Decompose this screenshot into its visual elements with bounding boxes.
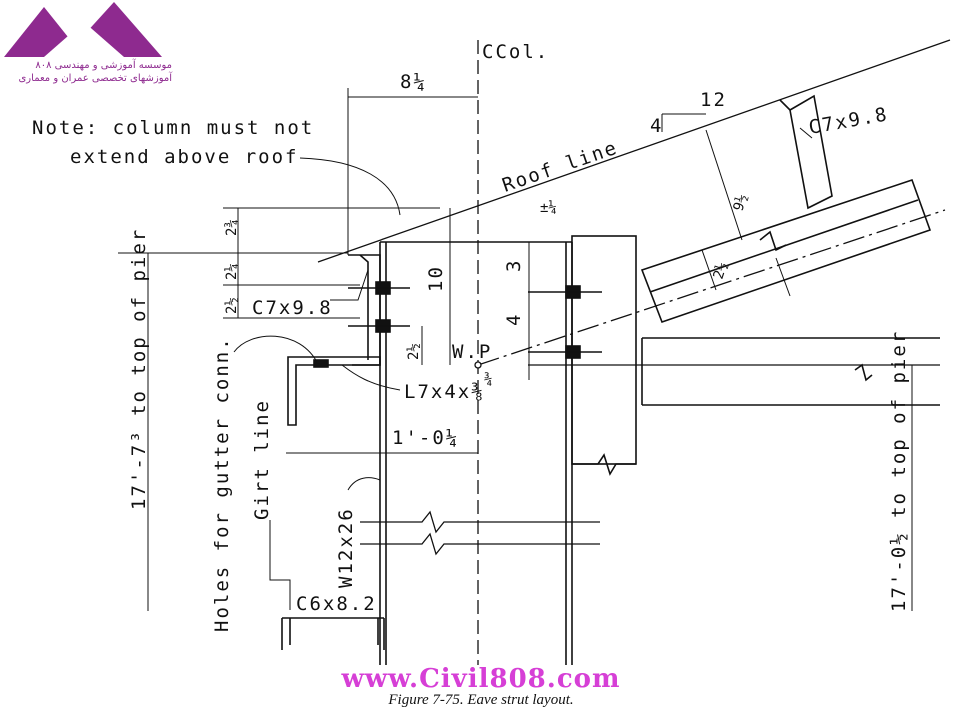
label-c7x98-top: C7x9.8 — [807, 103, 890, 139]
label-dim-34: ¾ — [484, 372, 492, 388]
label-dim-212a: 2½ — [224, 297, 240, 314]
eave-strut — [640, 178, 932, 324]
label-girt-line: Girt line — [251, 399, 273, 520]
figure-caption: Figure 7-75. Eave strut layout. — [388, 692, 574, 708]
label-left-dim: 17'-7³ to top of pier — [128, 228, 150, 510]
label-l7x4: L7x4x⅜ — [404, 381, 485, 403]
label-note-line1: Note: column must not — [32, 117, 314, 139]
work-point-marker — [474, 361, 482, 369]
label-holes: Holes for gutter conn. — [211, 336, 233, 632]
label-dim-212c: 2½ — [711, 260, 731, 281]
label-dim-top: 8¼ — [400, 71, 427, 93]
label-dim-214: 2¼ — [224, 263, 240, 280]
label-c7x98-left: C7x9.8 — [252, 297, 333, 319]
label-dim-10: 10 — [425, 265, 447, 292]
label-col-centerline: CCol. — [482, 41, 549, 63]
website-watermark: www.Civil808.com — [341, 664, 621, 694]
left-channel — [287, 254, 602, 426]
label-w12x26: W12x26 — [335, 507, 357, 588]
work-line — [477, 209, 946, 366]
c7x98-upright — [779, 94, 833, 210]
logo-line2: آموزشهای تخصصی عمران و معماری — [18, 73, 172, 84]
label-slope-4: 4 — [650, 115, 663, 137]
label-dim-3: 3 — [503, 259, 525, 272]
leader-lines — [233, 127, 813, 610]
dimension-lines — [118, 88, 913, 611]
label-wp: W.P — [452, 341, 492, 363]
column-break — [360, 510, 600, 556]
cap-plate — [571, 235, 637, 476]
label-dim-4: 4 — [503, 313, 525, 326]
c6x82-girt — [281, 617, 385, 650]
label-dim-1-0: 1'-0¼ — [392, 427, 459, 449]
label-dim-212b: 2½ — [406, 343, 422, 360]
label-roof-line: Roof line — [499, 137, 621, 197]
label-dim-912: 9½ — [731, 192, 751, 213]
logo-mark-icon — [4, 2, 162, 57]
label-note-line2: extend above roof — [70, 146, 298, 168]
logo-line1: موسسه آموزشی و مهندسی ۸۰۸ — [35, 60, 172, 71]
label-dim-234: 2¾ — [224, 219, 240, 236]
label-right-dim: 17'-0½ to top of pier — [888, 330, 910, 612]
roof-line — [317, 39, 951, 263]
label-slope-12: 12 — [700, 89, 727, 111]
girt-member — [641, 337, 940, 406]
label-c6x82: C6x8.2 — [296, 593, 377, 615]
logo — [4, 2, 164, 92]
label-tol: ±¼ — [540, 200, 557, 216]
